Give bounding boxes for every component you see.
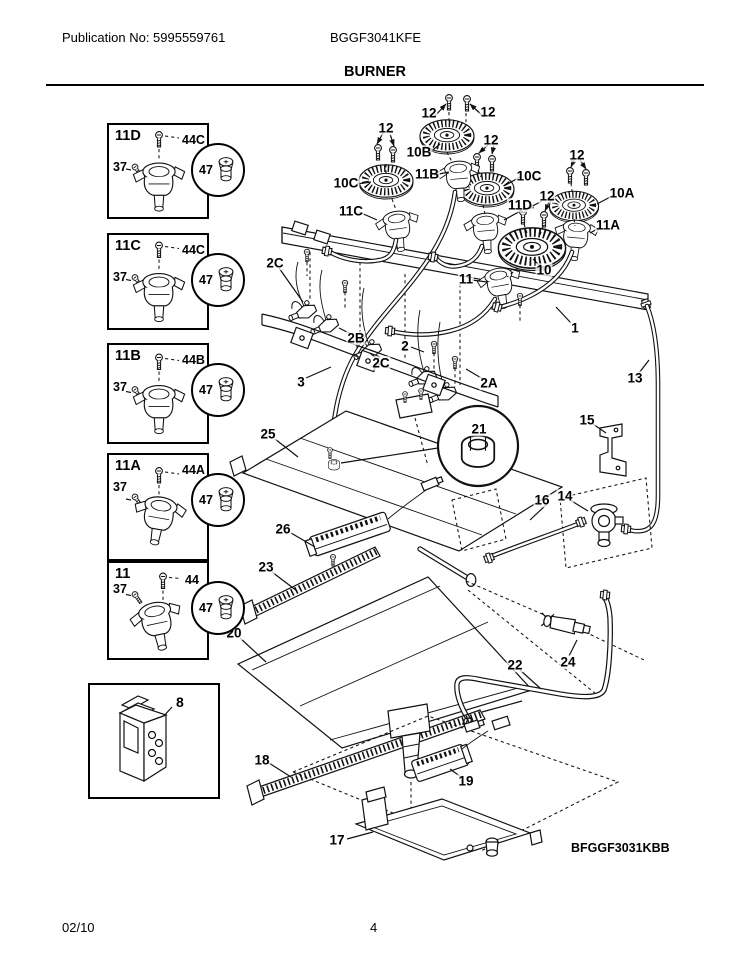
spark-module-drawing (118, 695, 173, 783)
burner-valve-drawing (125, 572, 189, 656)
inset-box-label: 11C (115, 238, 141, 254)
callout-47: 47 (199, 383, 213, 397)
header-rule (46, 84, 704, 86)
diagram-id: BFGGF3031KBB (571, 841, 670, 855)
inset-box-11b: 11B 37 44B 47 (107, 343, 245, 444)
inset-box-11: 11 37 44 47 (107, 561, 245, 660)
mounting-bracket (261, 313, 499, 408)
callout-8: 8 (176, 694, 184, 710)
mid-lower-group (236, 546, 534, 749)
callout-37: 37 (113, 270, 127, 284)
inset-box-label: 11B (115, 348, 141, 364)
footer-date: 02/10 (62, 920, 95, 935)
bottom-group (246, 700, 620, 861)
callout-47: 47 (199, 601, 213, 615)
orifice-drawing (218, 487, 234, 512)
orifice-drawing (218, 267, 234, 292)
callout-44c: 44C (182, 243, 205, 257)
orifice-detail-circle: 47 (191, 363, 245, 417)
orifice-drawing (218, 377, 234, 402)
burner-valve-drawing (125, 353, 186, 435)
callout-37: 37 (113, 380, 127, 394)
inset-box-label: 11A (115, 458, 141, 474)
burner-valve-drawing (125, 131, 186, 212)
callout-leaders (239, 143, 650, 840)
inset-box-label: 11D (115, 128, 141, 144)
callout-47: 47 (199, 273, 213, 287)
inset-box-11a: 11A 37 44A 47 (107, 453, 245, 561)
inset-box-label: 11 (115, 566, 131, 582)
callout-47: 47 (199, 163, 213, 177)
orifice-drawing (218, 157, 234, 182)
callout-44c: 44C (182, 133, 205, 147)
regulator-group (482, 303, 661, 569)
callout-47: 47 (199, 493, 213, 507)
orifice-drawing (218, 595, 234, 620)
inset-box-11c: 11C 37 44C 47 (107, 233, 245, 330)
oven-valve-group (454, 580, 645, 730)
manifold-pipe (281, 220, 653, 311)
callout-44b: 44B (182, 353, 205, 367)
burner-valve-drawing (125, 241, 186, 323)
callout-37: 37 (113, 480, 127, 494)
callout-37: 37 (113, 160, 127, 174)
callout-37: 37 (113, 582, 127, 596)
callout-44a: 44A (182, 463, 205, 477)
upper-panel-group (229, 388, 564, 557)
inset-box-spark-module: 8 (88, 683, 220, 799)
orifice-detail-circle: 47 (191, 581, 245, 635)
burner-valve-drawing (125, 467, 189, 550)
callout-44: 44 (185, 573, 199, 587)
orifice-detail-circle: 47 (191, 473, 245, 527)
section-title: BURNER (343, 64, 407, 80)
footer-page-number: 4 (370, 920, 378, 935)
publication-number: Publication No: 5995559761 (62, 30, 226, 45)
orifice-detail-circle: 47 (191, 253, 245, 307)
inset-box-11d: 11D 37 44C 47 (107, 123, 245, 219)
orifice-detail-circle: 47 (191, 143, 245, 197)
model-number: BGGF3041KFE (330, 30, 422, 45)
